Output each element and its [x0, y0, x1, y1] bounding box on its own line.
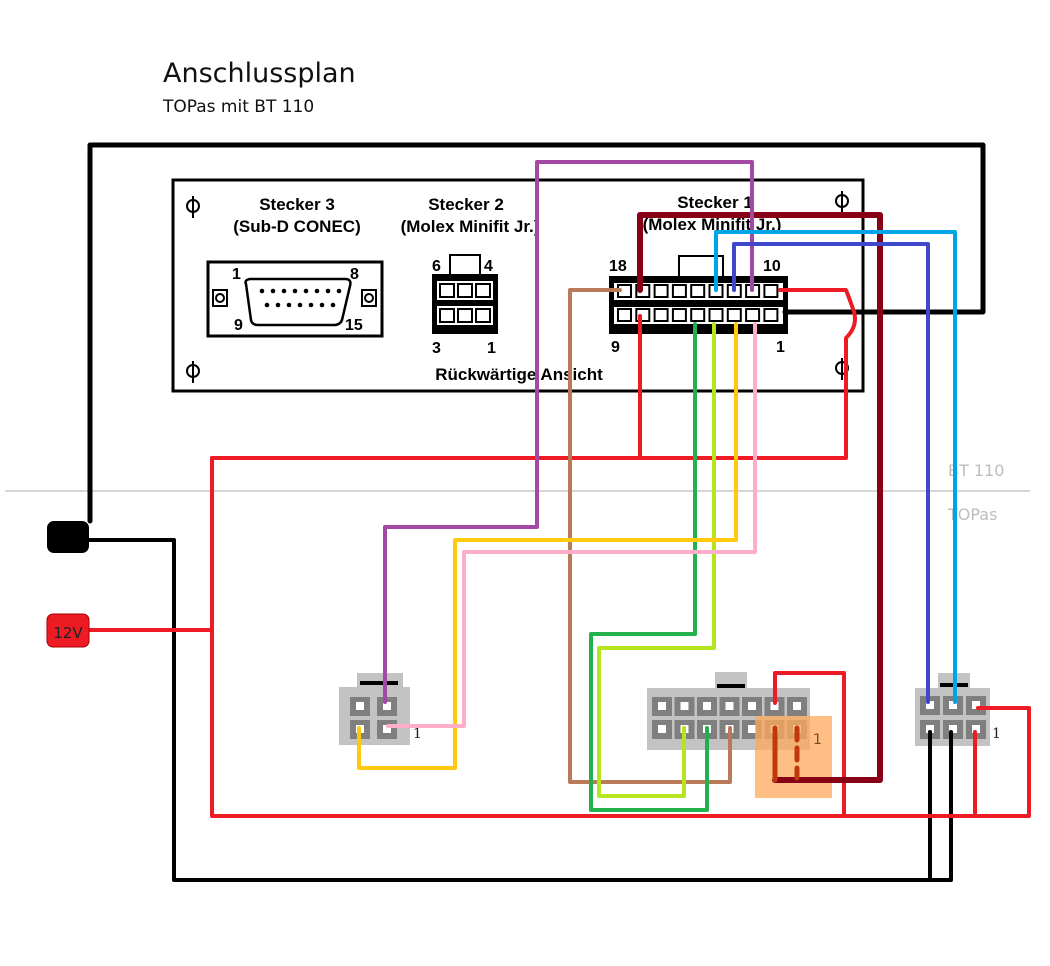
plug1-pin-socket — [671, 308, 687, 322]
right-connector-pin1-label: 1 — [992, 726, 1001, 742]
power-terminal-12v — [46, 613, 90, 648]
plug1-pin-socket — [671, 284, 687, 298]
wire-black — [87, 142, 986, 524]
plug1-pin-socket — [690, 308, 706, 322]
connector-pin-hole — [658, 702, 666, 710]
connector-pin-hole — [748, 725, 756, 733]
rear-panel: Stecker 3 (Sub-D CONEC) 1 8 9 15 Stecker… — [171, 178, 865, 393]
connector-pin-hole — [703, 702, 711, 710]
plug1-pin-socket — [763, 308, 779, 322]
plug1-pin-socket — [653, 284, 669, 298]
plug3-pin-8: 8 — [350, 266, 359, 283]
section-label-topas: TOPas — [947, 505, 997, 524]
plug2-title: Stecker 2 — [428, 195, 504, 214]
connector-pin-hole — [770, 702, 779, 710]
wire-red — [210, 456, 1031, 818]
connector-pin-hole — [748, 702, 756, 710]
plug1-pin-socket — [617, 308, 632, 322]
plug1-pin-socket — [726, 308, 742, 322]
plug2-pin-3: 3 — [432, 340, 441, 357]
plug2-pin-6: 6 — [432, 258, 441, 275]
page-title: Anschlussplan — [163, 58, 356, 89]
plug1-pin-socket — [763, 284, 779, 298]
wire-black — [87, 538, 953, 882]
plug1-pin-18: 18 — [609, 258, 627, 275]
wire-lime — [597, 322, 716, 798]
highlight-box — [755, 716, 832, 798]
connector-pin-hole — [658, 725, 666, 733]
plug1-pin-9: 9 — [611, 339, 620, 356]
plug3-subtitle: (Sub-D CONEC) — [233, 217, 360, 236]
connector-pin-hole — [680, 702, 689, 710]
wire-red — [773, 671, 846, 818]
connector-pin-hole — [793, 702, 801, 710]
ground-terminal — [47, 521, 89, 553]
plug1-pin-1: 1 — [776, 339, 785, 356]
power-terminal-label: 12V — [53, 624, 83, 642]
connector-pin-hole — [725, 702, 734, 710]
subd-connector — [206, 260, 384, 338]
wire-dark-red — [637, 212, 883, 783]
left-connector-pin1-label: 1 — [413, 726, 422, 742]
plug2-pin-1: 1 — [487, 340, 496, 357]
rear-view-label: Rückwärtige Ansicht — [435, 365, 603, 384]
plug1-subtitle: (Molex Minifit Jr.) — [643, 215, 782, 234]
plug3-pin-15: 15 — [345, 317, 363, 334]
plug1-pin-socket — [708, 308, 724, 322]
page-subtitle: TOPas mit BT 110 — [163, 97, 315, 117]
plug1-title: Stecker 1 — [677, 193, 753, 212]
plug1-pin-socket — [690, 284, 706, 298]
plug1-pin-socket — [653, 308, 669, 322]
plug2-subtitle: (Molex Minifit Jr.) — [401, 217, 540, 236]
molex-6pin-connector — [432, 254, 498, 334]
mount-hole-icon — [186, 191, 849, 383]
plug3-pin-1: 1 — [232, 266, 241, 283]
topas-connector-left — [339, 673, 410, 745]
wire-red — [210, 288, 857, 460]
middle-connector-pin1-label: 1 — [813, 732, 822, 748]
wire-yellow — [357, 322, 738, 770]
plug1-pin-10: 10 — [763, 258, 781, 275]
wire-green — [589, 322, 709, 812]
molex-18pin-connector — [609, 255, 788, 334]
wire-pink — [386, 322, 757, 728]
plug3-title: Stecker 3 — [259, 195, 335, 214]
section-label-bt110: BT 110 — [948, 461, 1004, 480]
plug1-pin-socket — [745, 308, 761, 322]
wire-purple — [383, 160, 754, 704]
plug2-pin-4: 4 — [484, 258, 493, 275]
wire-blue — [732, 242, 930, 704]
wire-brown — [568, 288, 732, 784]
plug3-pin-9: 9 — [234, 317, 243, 334]
wire-light-blue — [714, 230, 957, 704]
plug1-pin-socket — [635, 308, 651, 322]
